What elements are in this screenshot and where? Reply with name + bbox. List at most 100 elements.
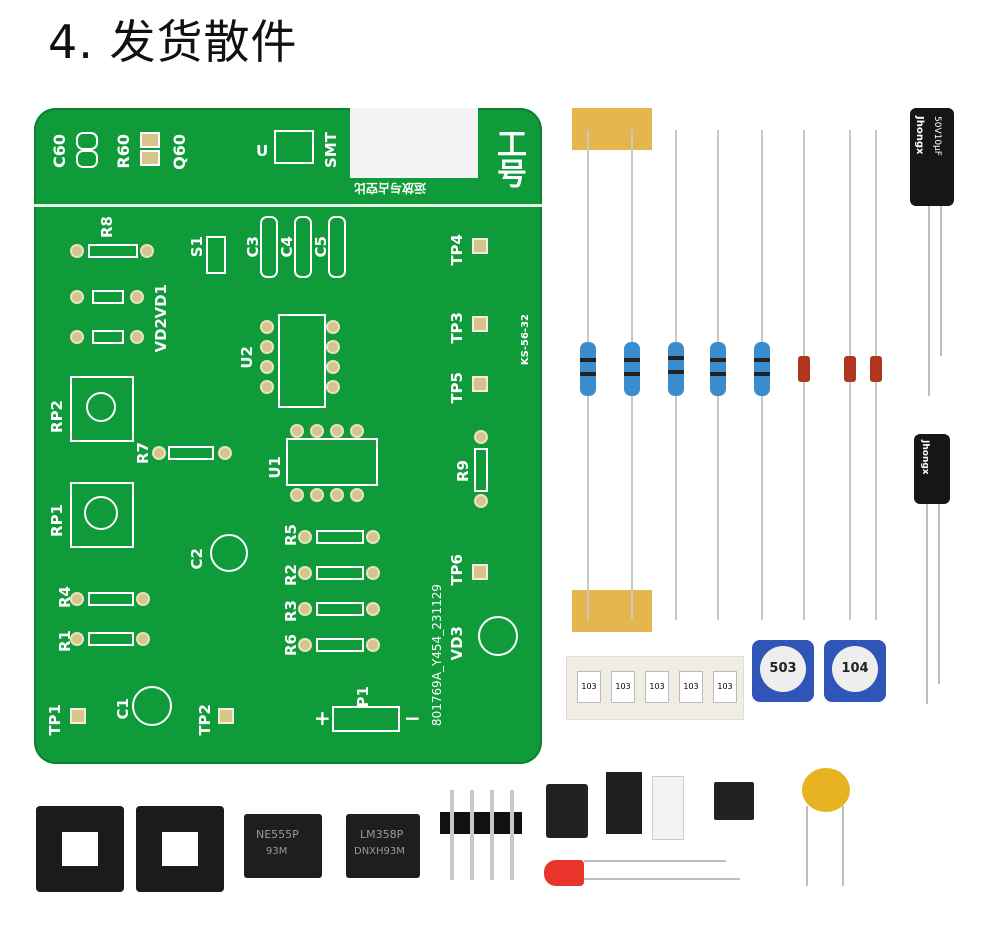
trimpot-104: 104	[824, 640, 886, 702]
u1-pin	[330, 424, 344, 438]
vd2-pad	[70, 330, 84, 344]
u-footprint	[274, 130, 314, 164]
r4-pad	[136, 592, 150, 606]
smd-tape: 103 103 103 103 103	[566, 656, 744, 720]
u2-pin	[326, 360, 340, 374]
tp4-pad	[472, 238, 488, 254]
u-label: U	[256, 142, 269, 160]
led-lead	[584, 860, 726, 862]
vd2-label: VD2	[152, 318, 170, 353]
vd1-pad	[70, 290, 84, 304]
r7-pad	[152, 446, 166, 460]
tp3-label: TP3	[448, 312, 466, 344]
r1-pad	[70, 632, 84, 646]
c2-label: C2	[188, 548, 206, 570]
u2-pin	[260, 320, 274, 334]
u1-pin	[290, 488, 304, 502]
smd-resistor: 103	[679, 671, 703, 703]
c5-outline	[328, 216, 346, 278]
r60-label: R60	[114, 134, 133, 169]
tape-bottom	[572, 590, 652, 632]
r3-outline	[316, 602, 364, 616]
u2-pin	[326, 340, 340, 354]
smd-resistor: 103	[713, 671, 737, 703]
red-led	[544, 860, 584, 886]
ks-label: KS-56-32	[520, 314, 531, 366]
electrolytic-cap-small: Jhongx	[914, 434, 950, 504]
ic-ne555: NE555P 93M	[244, 814, 322, 878]
tp5-label: TP5	[448, 372, 466, 404]
ic-sub-label: DNXH93M	[354, 846, 405, 857]
cap-rating: 50V10µF	[932, 116, 942, 156]
r7-outline	[168, 446, 214, 460]
r6-pad	[366, 638, 380, 652]
r6-outline	[316, 638, 364, 652]
label-area	[350, 108, 478, 178]
c4-outline	[294, 216, 312, 278]
cap-lead	[940, 206, 942, 356]
jumper-cap	[546, 784, 588, 838]
c2-outline	[210, 534, 248, 572]
ic-sub-label: 93M	[266, 846, 288, 857]
u2-pin	[326, 380, 340, 394]
smd-resistor: 103	[577, 671, 601, 703]
silk-divider	[34, 204, 542, 207]
p1-outline	[332, 706, 400, 732]
p1-minus: −	[404, 706, 421, 730]
r9-outline	[474, 448, 488, 492]
cap-lead	[928, 206, 930, 396]
u2-pin	[326, 320, 340, 334]
header-pin	[470, 790, 474, 880]
trimpot-code: 503	[760, 646, 806, 692]
trimpot-503: 503	[752, 640, 814, 702]
vd1-outline	[92, 290, 124, 304]
rp1-label: RP1	[48, 504, 66, 537]
trimpot-code: 104	[832, 646, 878, 692]
c1-outline	[132, 686, 172, 726]
ceramic-cap	[802, 768, 850, 812]
s1-label: S1	[188, 236, 206, 258]
tp6-label: TP6	[448, 554, 466, 586]
p1-plus: +	[314, 706, 331, 730]
r4-pad	[70, 592, 84, 606]
tp6-pad	[472, 564, 488, 580]
r9-pad	[474, 430, 488, 444]
c60-pad	[76, 150, 98, 168]
resistor-strip	[580, 130, 882, 620]
u1-outline	[286, 438, 378, 486]
tp1-label: TP1	[46, 704, 64, 736]
ic-socket	[36, 806, 124, 892]
u1-pin	[330, 488, 344, 502]
ic-label: LM358P	[360, 828, 404, 841]
q60-label: Q60	[170, 134, 189, 170]
hao-label: 工号	[491, 128, 526, 188]
u1-pin	[310, 424, 324, 438]
page-title: 4. 发货散件	[48, 15, 298, 69]
cap-brand: Jhongx	[914, 116, 925, 155]
tp1-pad	[70, 708, 86, 724]
vd2-pad	[130, 330, 144, 344]
r3-pad	[366, 602, 380, 616]
u1-pin	[310, 488, 324, 502]
led-lead	[584, 878, 740, 880]
r3-pad	[298, 602, 312, 616]
r1-outline	[88, 632, 134, 646]
r8-label: R8	[98, 216, 116, 238]
r60-pad	[140, 132, 160, 148]
socket-hole	[62, 832, 98, 866]
tact-switch	[652, 776, 684, 840]
smt-label: SMT	[322, 132, 340, 168]
u1-pin	[350, 488, 364, 502]
socket-hole	[162, 832, 198, 866]
u2-pin	[260, 340, 274, 354]
electrolytic-cap: Jhongx 50V10µF	[910, 108, 954, 206]
rp2-label: RP2	[48, 400, 66, 433]
ceramic-lead	[842, 806, 844, 886]
tp4-label: TP4	[448, 234, 466, 266]
u2-pin	[260, 380, 274, 394]
pcb-board: 运放与占空比 工号 C60 R60 Q60 U SMT R8 S1 C3 C4 …	[34, 108, 542, 764]
r1-pad	[136, 632, 150, 646]
ic-lm358: LM358P DNXH93M	[346, 814, 420, 878]
tp5-pad	[472, 376, 488, 392]
ic-label: NE555P	[256, 828, 299, 841]
